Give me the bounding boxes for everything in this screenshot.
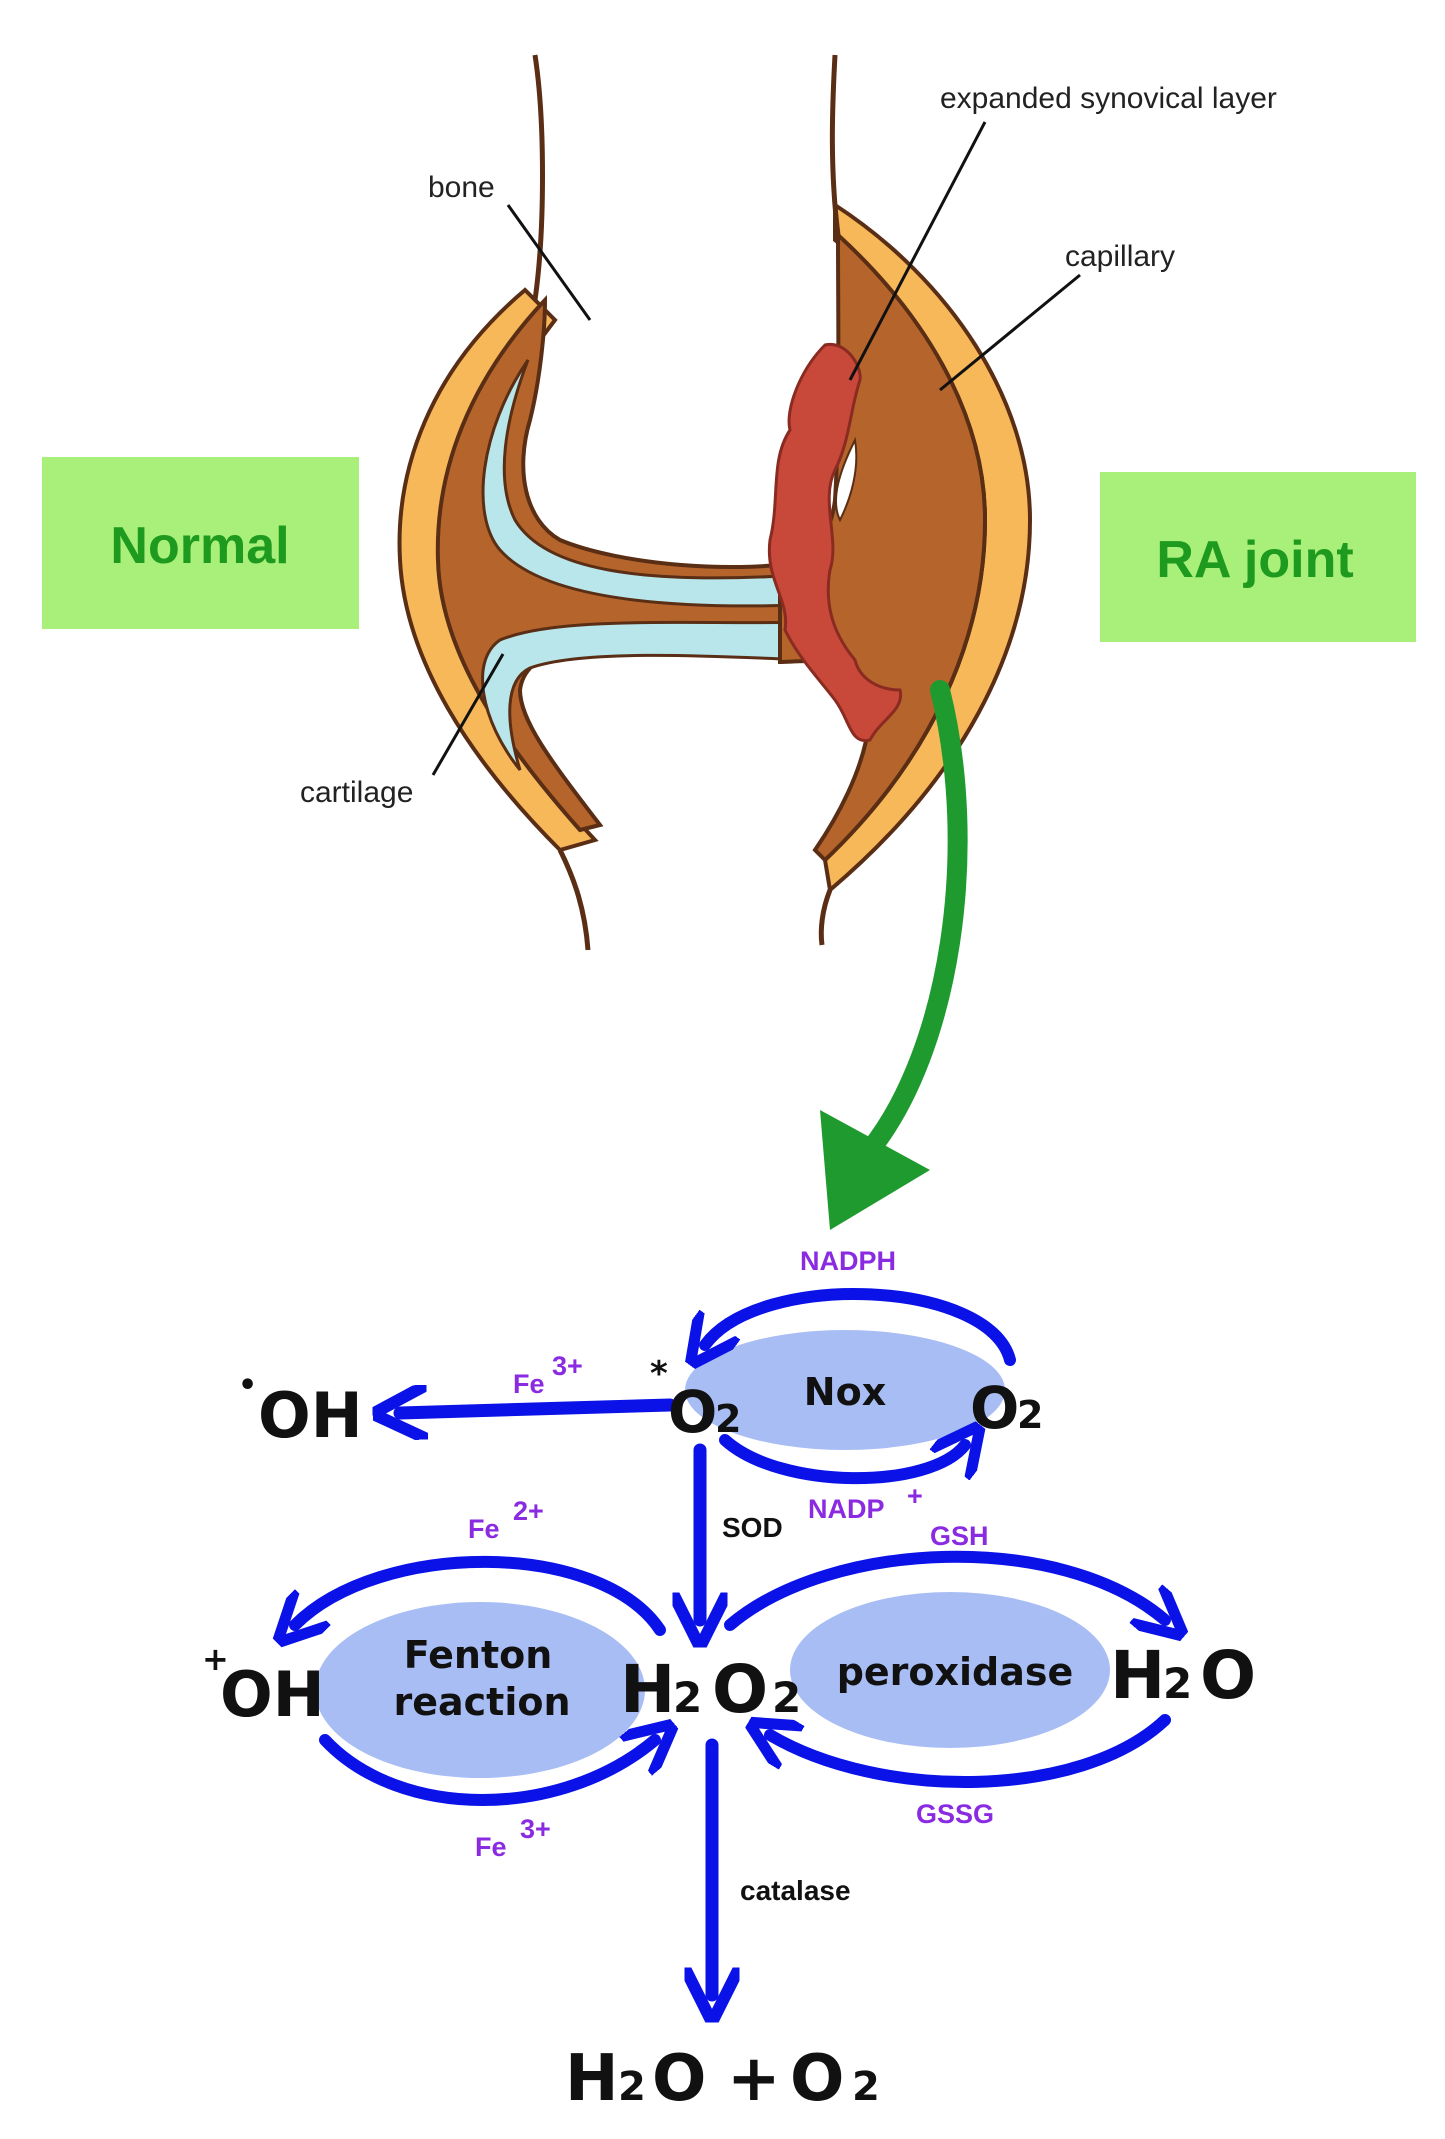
fe3-arrow: [319, 1740, 655, 1806]
normal-label: Normal: [110, 517, 289, 575]
capillary-leader: [939, 273, 1081, 392]
left-bone-shaft-top: [532, 54, 545, 301]
hydroxyl-dot: •: [238, 1368, 257, 1403]
peroxidase-oval: [790, 1592, 1110, 1748]
green-curved-arrow: [820, 680, 968, 1230]
fe-mid-sup: 2+: [513, 1496, 544, 1526]
peroxidase-label: peroxidase: [837, 1650, 1074, 1694]
superoxide-sub: 2: [715, 1397, 741, 1441]
nadp-label: NADP: [808, 1494, 885, 1524]
final-o1: O: [652, 2042, 706, 2116]
water-h: H: [1110, 1637, 1165, 1714]
h2o2-sub2: 2: [772, 1673, 801, 1722]
nox-label: Nox: [804, 1370, 886, 1414]
fe-bot-sup: 3+: [520, 1814, 551, 1844]
to-hydroxyl-arrow: [400, 1405, 677, 1413]
hydroxyl2-plus: +: [202, 1640, 229, 1678]
synovial-leader: [848, 121, 987, 381]
fe2-arrow: [295, 1555, 666, 1630]
left-cartilage-lower: [481, 620, 807, 771]
ros-pathway: * O 2 O 2 • OH + OH H 2 O 2 H 2 O H 2 O …: [202, 1246, 1256, 2116]
gssg-arrow: [770, 1714, 1171, 1788]
synovial-layer: [767, 342, 903, 743]
h2o2-sub1: 2: [673, 1673, 702, 1722]
fe-mid-label: Fe: [468, 1514, 500, 1544]
right-bone-shaft-top: [829, 54, 841, 236]
joint-gap: [834, 436, 858, 523]
final-sub2: 2: [852, 2064, 880, 2110]
nadp-arrow: [719, 1440, 965, 1485]
synovial-label: expanded synovical layer: [940, 82, 1277, 115]
gsh-arrow: [724, 1550, 1165, 1625]
bone-label: bone: [428, 171, 495, 204]
fe-bot-label: Fe: [475, 1832, 507, 1862]
final-sub1: 2: [618, 2064, 646, 2110]
ra-joint-box: RA joint: [1100, 472, 1416, 642]
hydroxyl2-label: OH: [220, 1658, 325, 1731]
normal-box: Normal: [42, 457, 359, 629]
fenton-label-2: reaction: [393, 1680, 570, 1724]
h2o2-o: O: [712, 1651, 768, 1728]
nox-oval: [685, 1330, 1005, 1450]
nadph-label: NADPH: [800, 1246, 896, 1276]
bone-leader: [506, 204, 592, 321]
fenton-label-1: Fenton: [404, 1633, 553, 1677]
h2o2-h: H: [620, 1651, 675, 1728]
cartilage-label: cartilage: [300, 776, 413, 809]
superoxide-o: O: [668, 1378, 717, 1446]
water-sub: 2: [1163, 1659, 1192, 1708]
water-o: O: [1200, 1637, 1256, 1714]
sod-label: SOD: [722, 1512, 783, 1543]
hydroxyl-label: OH: [258, 1379, 363, 1452]
left-bone-shaft-bottom: [557, 848, 591, 951]
fenton-oval: [315, 1602, 645, 1778]
superoxide-star: *: [650, 1354, 668, 1394]
gsh-label: GSH: [930, 1521, 989, 1551]
capillary-label: capillary: [1065, 240, 1175, 273]
nadph-arrow: [705, 1288, 1016, 1360]
final-h: H: [565, 2042, 619, 2116]
fe-top-label: Fe: [513, 1369, 545, 1399]
nadp-sup: +: [907, 1481, 923, 1511]
right-bone-shaft-bottom: [818, 889, 833, 946]
cartilage-leader: [431, 653, 505, 776]
final-o2: O: [790, 2042, 844, 2116]
catalase-label: catalase: [740, 1875, 851, 1906]
fe-top-sup: 3+: [552, 1351, 583, 1381]
anatomy-labels: bone expanded synovical layer capillary …: [300, 82, 1277, 809]
oxygen-o: O: [970, 1374, 1019, 1442]
ra-joint-label: RA joint: [1156, 531, 1353, 589]
gssg-label: GSSG: [916, 1799, 994, 1829]
final-plus: +: [727, 2042, 781, 2116]
oxygen-sub: 2: [1017, 1393, 1043, 1437]
